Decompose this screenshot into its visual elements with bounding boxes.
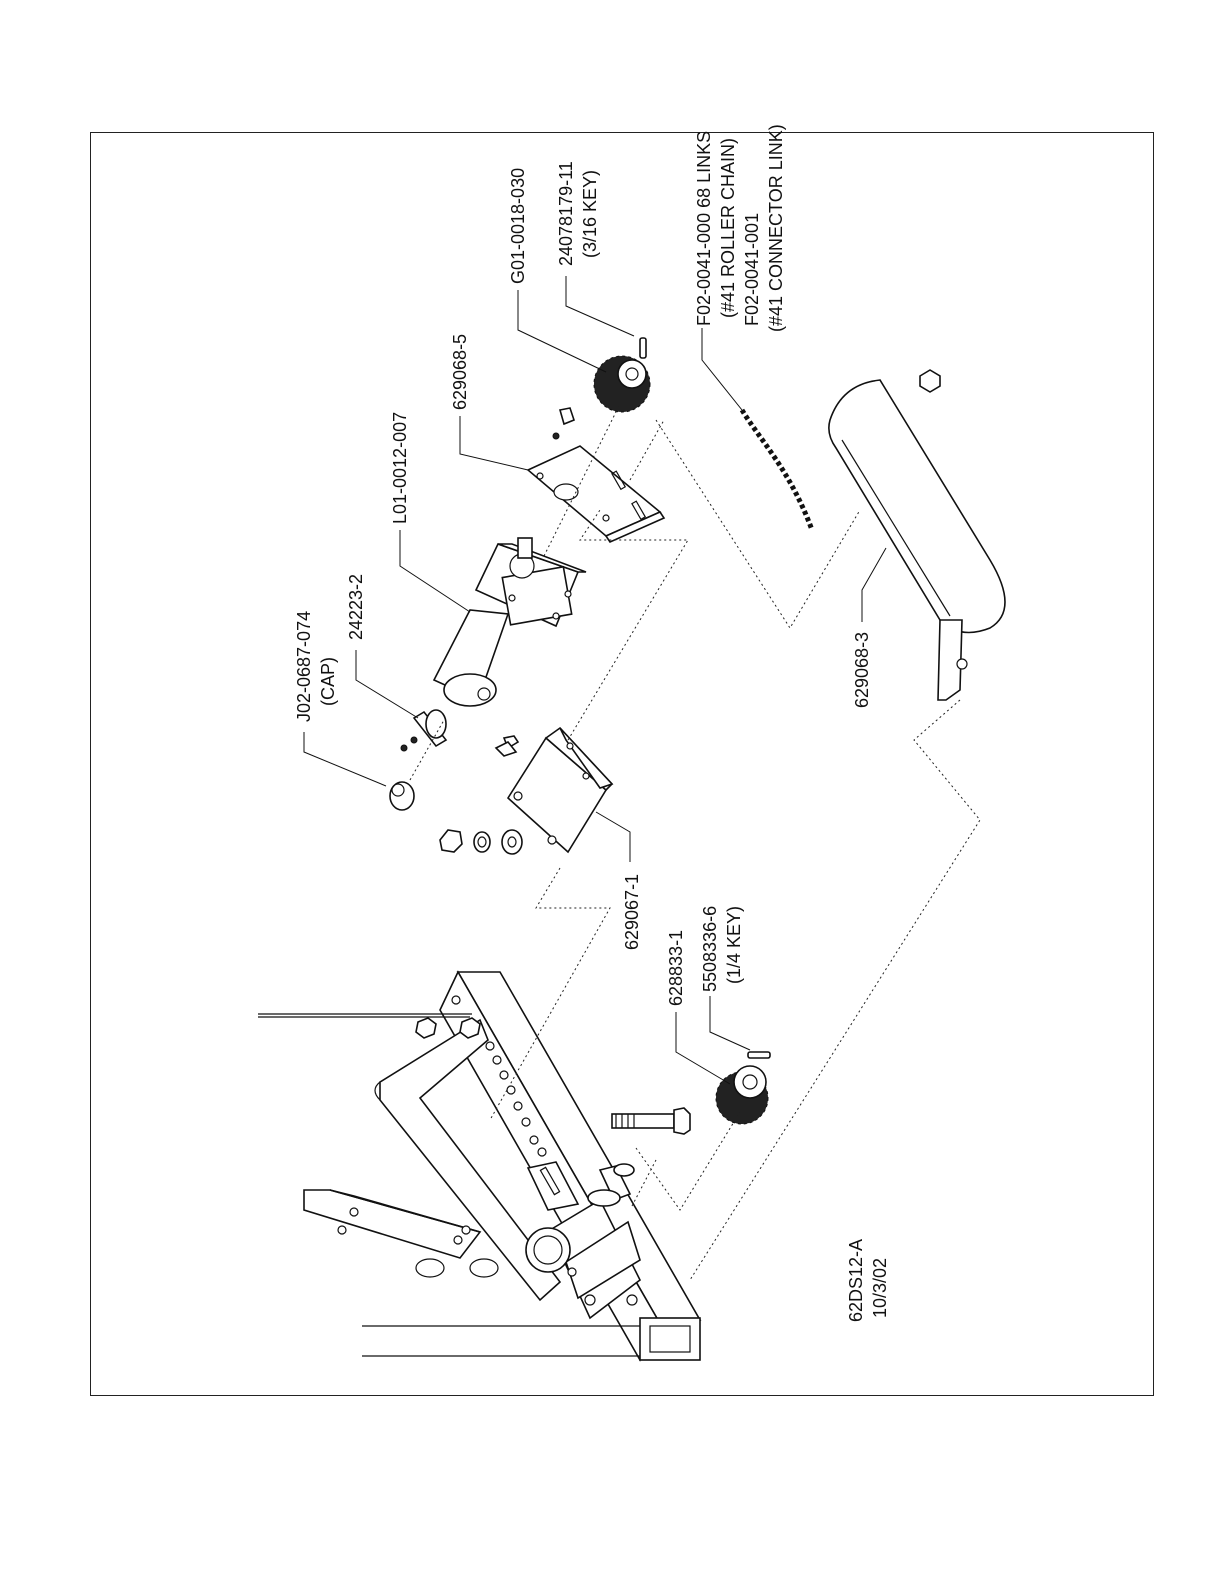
label-key-top: 24078179-11 <box>556 161 576 266</box>
base-frame <box>258 972 700 1360</box>
drawing-date: 10/3/02 <box>870 1258 890 1318</box>
angle-bracket <box>440 728 612 854</box>
label-cap-note: (CAP) <box>318 657 338 706</box>
label-chain-4: (#41 CONNECTOR LINK) <box>766 124 786 332</box>
lower-sprocket <box>716 1052 770 1124</box>
label-bracket: 629067-1 <box>622 874 642 950</box>
label-chain-2: (#41 ROLLER CHAIN) <box>718 138 738 318</box>
leader-lines <box>304 276 886 1084</box>
roller-chain <box>742 410 812 530</box>
upper-sprocket <box>594 338 650 412</box>
label-plate: 629068-5 <box>450 334 470 410</box>
label-key-bottom-note: (1/4 KEY) <box>724 906 744 984</box>
label-chain-1: F02-0041-000 68 LINKS <box>694 131 714 326</box>
label-key-top-note: (3/16 KEY) <box>580 170 600 258</box>
motor-plate <box>528 408 664 542</box>
label-pad: 629068-3 <box>852 632 872 708</box>
label-motor: L01-0012-007 <box>390 412 410 524</box>
label-key-bottom: 5508336-6 <box>700 906 720 992</box>
label-24223-2: 24223-2 <box>346 574 366 640</box>
label-sprocket-top: G01-0018-030 <box>508 168 528 284</box>
drawing-number: 62DS12-A <box>846 1239 866 1322</box>
label-cap-part: J02-0687-074 <box>294 611 314 722</box>
label-chain-3: F02-0041-001 <box>742 213 762 326</box>
hex-bolt <box>612 1108 690 1134</box>
label-sprocket-bottom: 628833-1 <box>666 930 686 1006</box>
